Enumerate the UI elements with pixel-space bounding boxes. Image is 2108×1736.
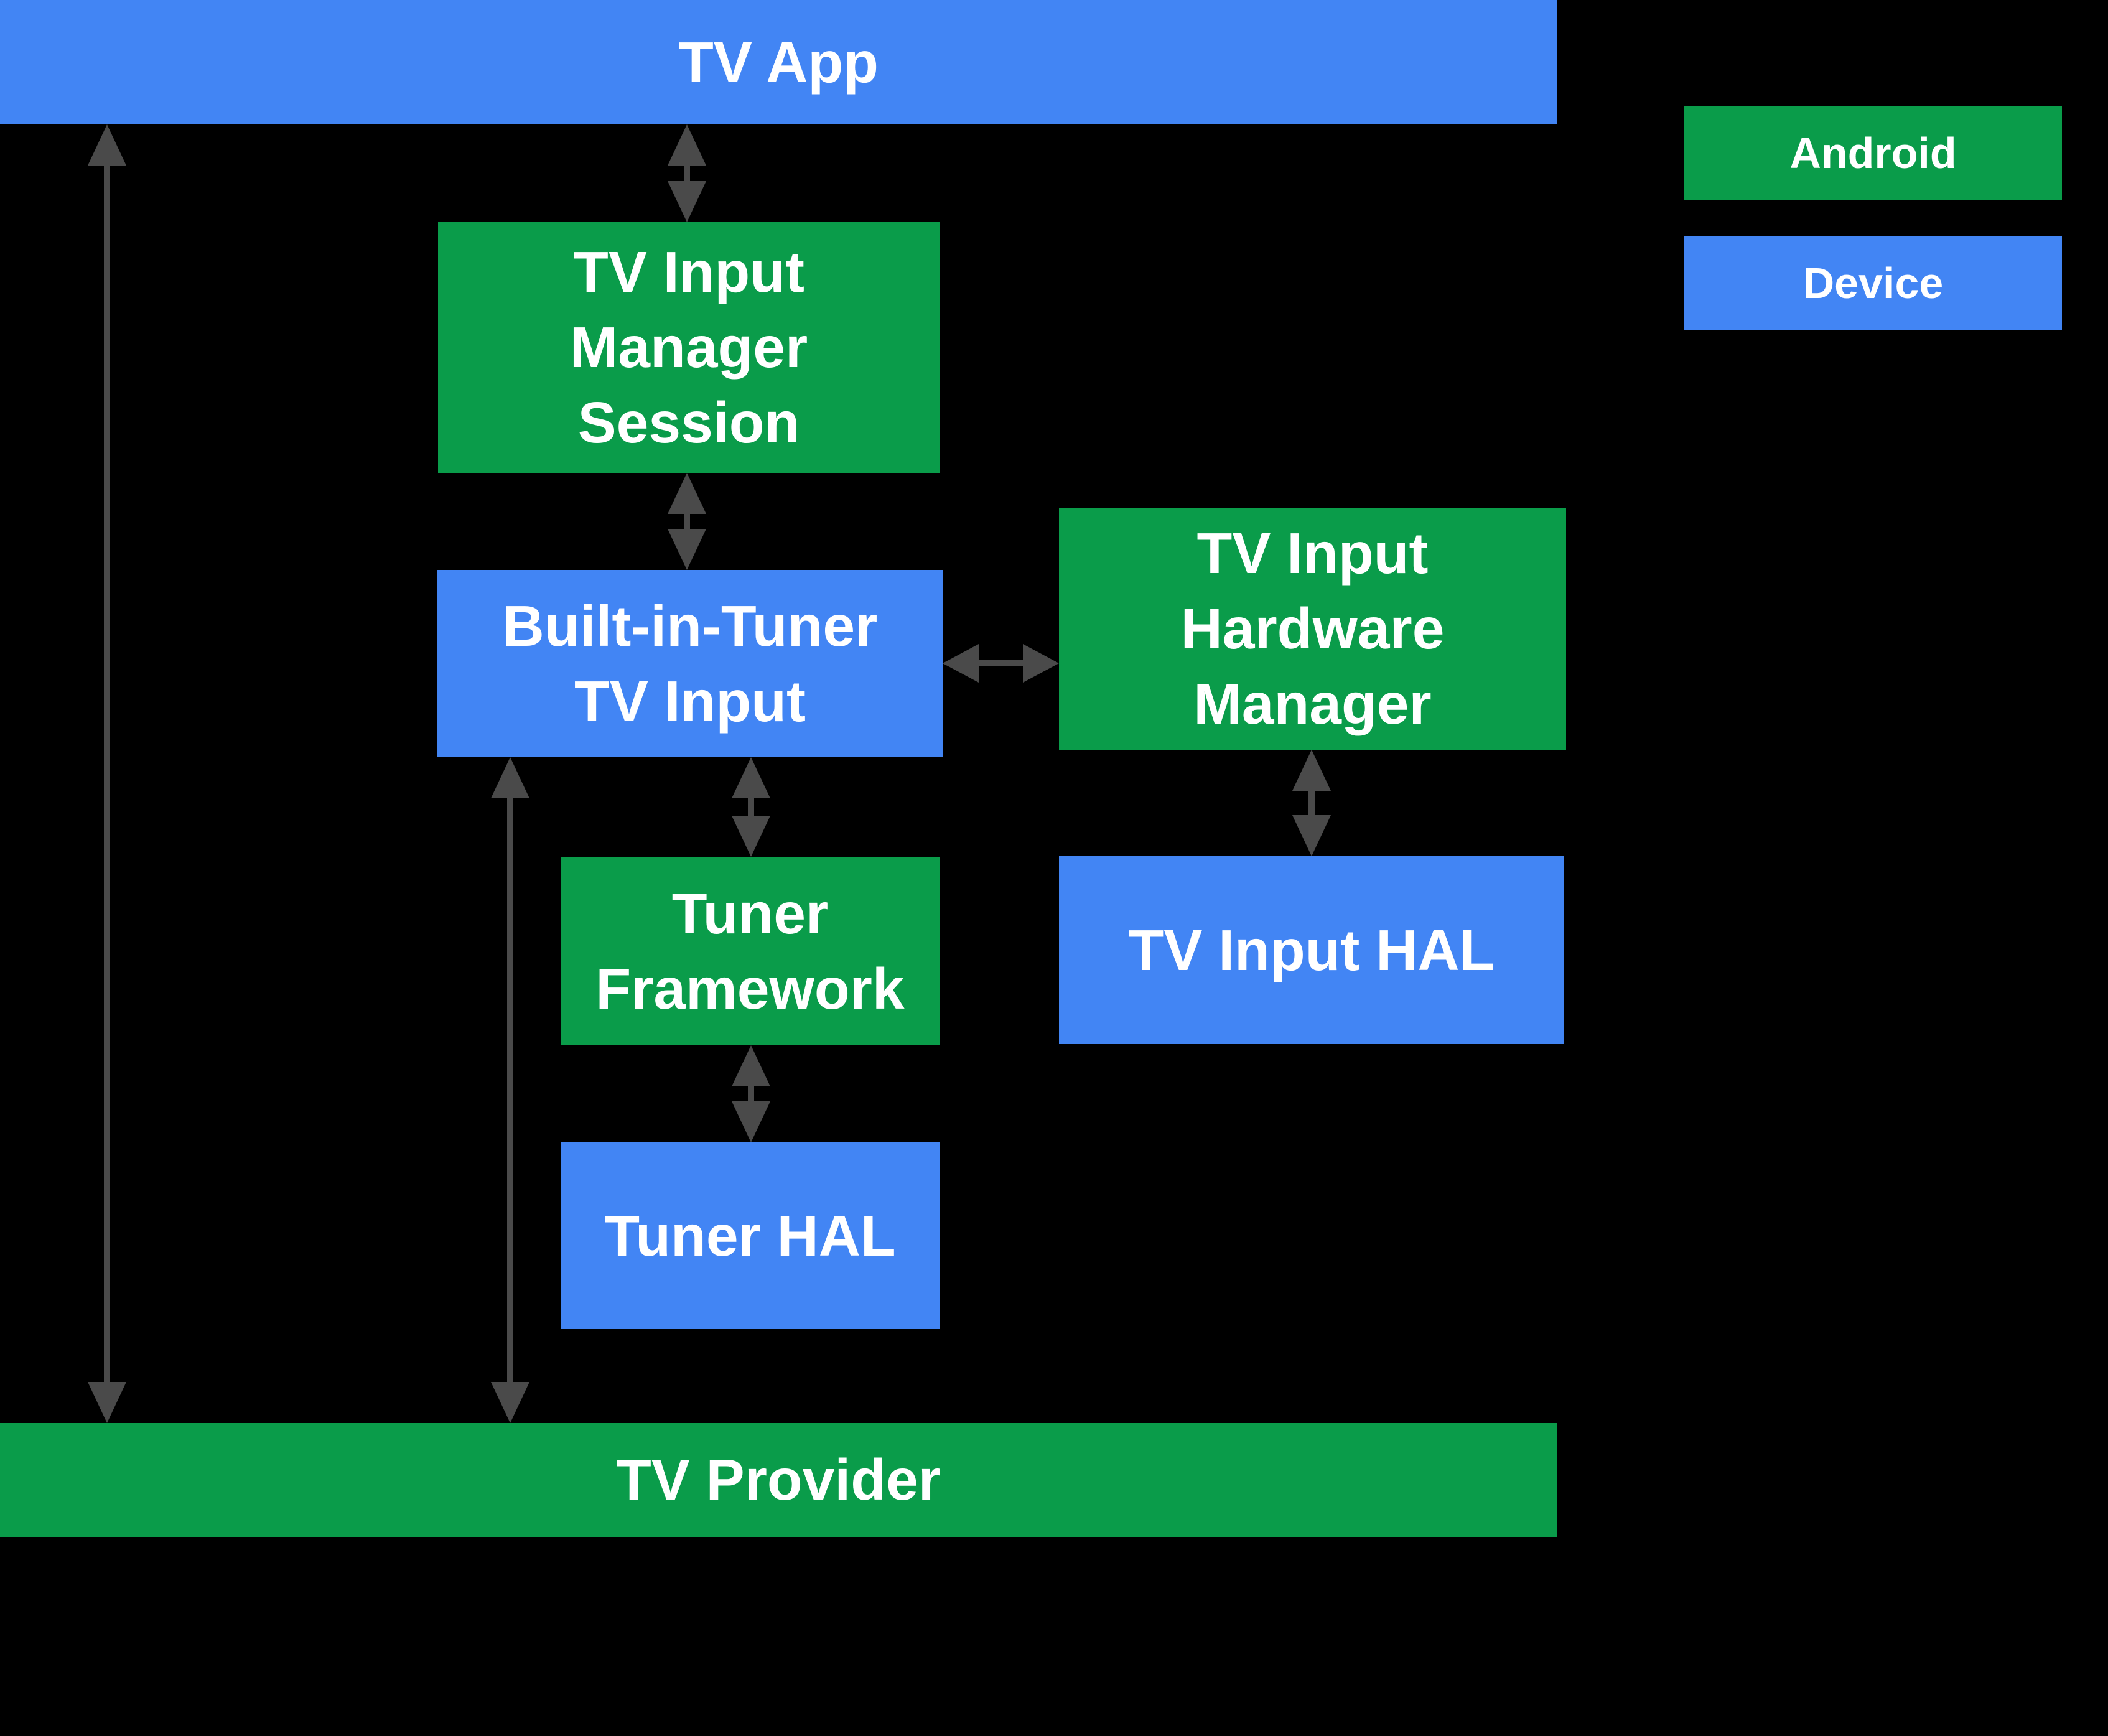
arrow-head-down-icon (668, 529, 706, 570)
arrow-head-up-icon (668, 124, 706, 166)
arrow-head-down-icon (88, 1382, 126, 1423)
node-built-in-tuner-tv-input: Built-in-Tuner TV Input (437, 570, 943, 757)
arrow-shaft (684, 143, 690, 203)
node-tv-provider: TV Provider (0, 1423, 1557, 1537)
legend-device: Device (1684, 236, 2062, 330)
arrow-head-up-icon (1292, 750, 1331, 791)
arrow-head-right-icon (1023, 644, 1059, 683)
arrow-tuner-framework-tuner-hal (732, 1045, 770, 1142)
arrow-head-down-icon (732, 816, 770, 857)
arrow-tv-input-hardware-manager-tv-input-hal (1292, 750, 1331, 856)
arrow-head-up-icon (732, 1045, 770, 1086)
node-tv-input-hardware-manager: TV Input Hardware Manager (1059, 508, 1566, 750)
arrow-shaft (748, 1064, 754, 1124)
arrow-head-down-icon (668, 181, 706, 222)
arrow-tv-input-manager-session-built-in-tuner (668, 473, 706, 570)
node-tv-input-manager-session: TV Input Manager Session (438, 222, 940, 473)
arrow-built-in-tuner-tv-provider (491, 757, 529, 1423)
arrow-built-in-tuner-tv-input-hardware-manager (943, 644, 1059, 683)
arrow-head-down-icon (1292, 815, 1331, 856)
arrow-shaft (960, 660, 1042, 666)
node-tuner-framework: Tuner Framework (561, 857, 940, 1045)
arrow-head-up-icon (668, 473, 706, 514)
arrow-head-up-icon (88, 124, 126, 166)
arrow-built-in-tuner-tuner-framework (732, 757, 770, 857)
arrow-shaft (748, 776, 754, 838)
node-tv-app: TV App (0, 0, 1557, 124)
arrow-shaft (104, 143, 110, 1404)
legend-android: Android (1684, 106, 2062, 200)
arrow-head-down-icon (732, 1101, 770, 1142)
arrow-head-up-icon (491, 757, 529, 798)
node-tv-input-hal: TV Input HAL (1059, 856, 1564, 1044)
arrow-shaft (507, 776, 513, 1404)
arrow-shaft (684, 492, 690, 551)
arrow-tv-app-tv-provider (88, 124, 126, 1423)
arrow-shaft (1308, 768, 1315, 838)
node-tuner-hal: Tuner HAL (561, 1142, 940, 1329)
arrow-head-down-icon (491, 1382, 529, 1423)
arrow-head-up-icon (732, 757, 770, 798)
arrow-head-left-icon (943, 644, 979, 683)
arrow-tv-app-tv-input-manager-session (668, 124, 706, 222)
